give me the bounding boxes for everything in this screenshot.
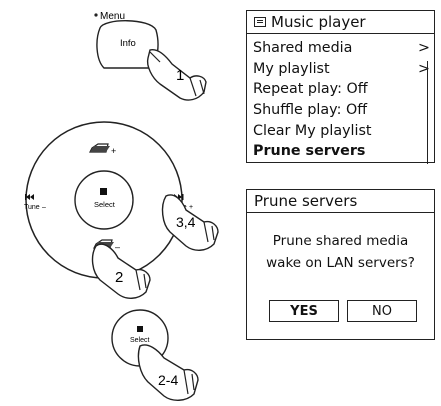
- prune-dialog-title: Prune servers: [254, 192, 358, 210]
- music-player-title: Music player: [271, 13, 366, 31]
- hand-step-1: [146, 49, 207, 101]
- info-label: Info: [120, 38, 136, 49]
- music-player-titlebar: Music player: [247, 11, 434, 34]
- prune-dialog-titlebar: Prune servers: [247, 190, 434, 213]
- menu-label: Menu: [100, 11, 125, 22]
- tune-minus-sign: –: [42, 204, 46, 211]
- step-34-number: 3,4: [176, 214, 196, 230]
- music-player-menu: Shared media > My playlist > Repeat play…: [253, 38, 430, 162]
- select-small-label: Select: [130, 337, 150, 344]
- no-button[interactable]: NO: [347, 300, 417, 322]
- hand-step-34: [161, 194, 219, 251]
- chevron-right-icon: >: [418, 60, 430, 77]
- tune-plus-sign: +: [189, 204, 193, 211]
- folder-up-icon[interactable]: +: [89, 143, 116, 156]
- music-player-screen: Music player Shared media > My playlist …: [246, 10, 435, 164]
- select-small-square-icon: [137, 326, 143, 332]
- menu-item-clear-playlist[interactable]: Clear My playlist: [253, 122, 372, 139]
- hand-step-2: [91, 243, 151, 299]
- svg-text:+: +: [111, 146, 116, 156]
- menu-item-repeat-play[interactable]: Repeat play: Off: [253, 81, 368, 98]
- step-2-number: 2: [115, 269, 123, 286]
- menu-list-icon: [254, 17, 266, 27]
- select-label: Select: [94, 200, 116, 209]
- tune-minus-button[interactable]: [25, 194, 34, 200]
- menu-item-my-playlist[interactable]: My playlist >: [253, 59, 430, 80]
- menu-dot: [94, 13, 98, 17]
- svg-text:–: –: [115, 242, 120, 252]
- yes-button[interactable]: YES: [269, 300, 339, 322]
- select-square-icon: [100, 188, 107, 195]
- menu-item-shared-media[interactable]: Shared media >: [253, 38, 430, 59]
- menu-item-prune-servers[interactable]: Prune servers: [253, 143, 366, 160]
- chevron-right-icon: >: [418, 40, 430, 56]
- prune-dialog-message: Prune shared media wake on LAN servers?: [266, 233, 415, 271]
- tune-minus-label: Tune: [24, 204, 40, 211]
- step-1-number: 1: [176, 67, 184, 84]
- menu-item-shuffle-play[interactable]: Shuffle play: Off: [253, 102, 368, 119]
- hand-step-24: [137, 344, 199, 401]
- step-24-number: 2-4: [158, 372, 178, 388]
- control-dial[interactable]: [25, 121, 183, 279]
- controls-illustration: Menu Info 1 Select + – Tune – Tune +: [24, 11, 219, 401]
- scrollbar[interactable]: [427, 61, 434, 164]
- prune-servers-dialog: Prune servers Prune shared media wake on…: [246, 189, 435, 340]
